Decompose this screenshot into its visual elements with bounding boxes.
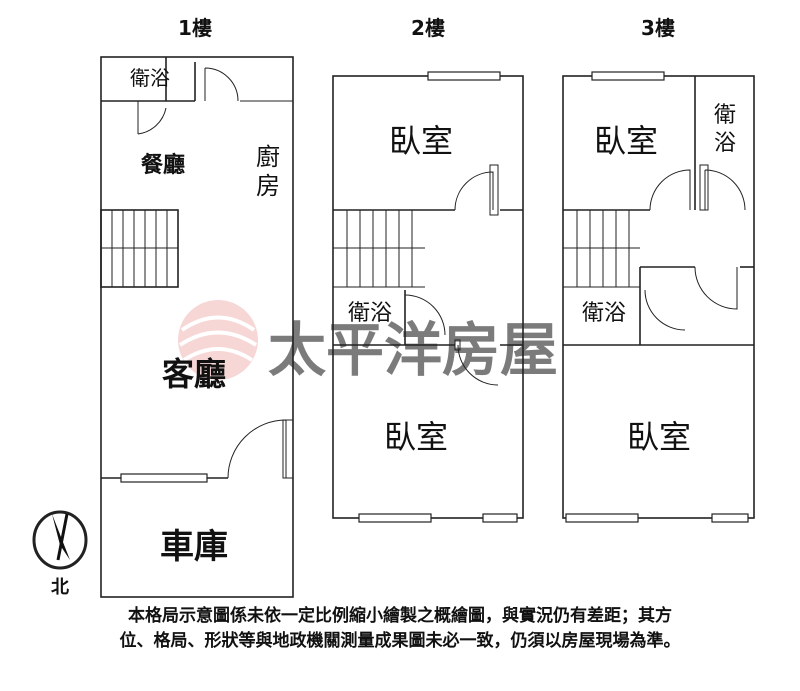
compass-label: 北 bbox=[51, 577, 69, 598]
room-1f-kitchen-2: 房 bbox=[256, 172, 280, 200]
room-1f-living: 客廳 bbox=[162, 355, 226, 393]
floor-3-plan bbox=[562, 71, 755, 523]
room-3f-bedroom-top: 臥室 bbox=[594, 122, 658, 160]
watermark-text: 太平洋房屋 bbox=[268, 316, 558, 384]
floor-2-plan bbox=[332, 71, 524, 523]
room-3f-bath-right-1: 衛 bbox=[714, 103, 736, 128]
room-1f-dining: 餐廳 bbox=[141, 152, 185, 178]
room-2f-bedroom-bottom: 臥室 bbox=[384, 418, 448, 456]
room-2f-bedroom-top: 臥室 bbox=[389, 122, 453, 160]
floor-plan: 太平洋房屋 1樓 2樓 3樓 衛浴 餐廳 廚 房 客廳 bbox=[32, 16, 755, 598]
watermark: 太平洋房屋 bbox=[178, 300, 558, 384]
stairs-floor-3 bbox=[563, 210, 640, 288]
stairs-floor-1 bbox=[101, 210, 178, 287]
disclaimer-line-2: 位、格局、形狀等與地政機關測量成果圖未必一致，仍須以房屋現場為準。 bbox=[119, 631, 681, 651]
room-3f-bedroom-bottom: 臥室 bbox=[627, 418, 691, 456]
room-2f-bath: 衛浴 bbox=[348, 301, 392, 326]
disclaimer: 本格局示意圖係未依一定比例縮小繪製之概繪圖，與實況仍有差距；其方 位、格局、形狀… bbox=[0, 604, 800, 654]
compass-icon: 北 bbox=[32, 510, 88, 598]
room-1f-garage: 車庫 bbox=[160, 527, 228, 567]
floor-2-title: 2樓 bbox=[411, 16, 445, 40]
room-1f-bath: 衛浴 bbox=[130, 66, 170, 90]
floor-1-plan bbox=[100, 56, 294, 598]
room-1f-kitchen-1: 廚 bbox=[256, 143, 280, 171]
floor-1-title: 1樓 bbox=[178, 16, 212, 40]
stairs-floor-2 bbox=[333, 210, 425, 288]
disclaimer-line-1: 本格局示意圖係未依一定比例縮小繪製之概繪圖，與實況仍有差距；其方 bbox=[128, 606, 672, 626]
floor-3-title: 3樓 bbox=[641, 16, 675, 40]
room-3f-bath: 衛浴 bbox=[582, 301, 626, 326]
room-3f-bath-right-2: 浴 bbox=[714, 131, 736, 156]
